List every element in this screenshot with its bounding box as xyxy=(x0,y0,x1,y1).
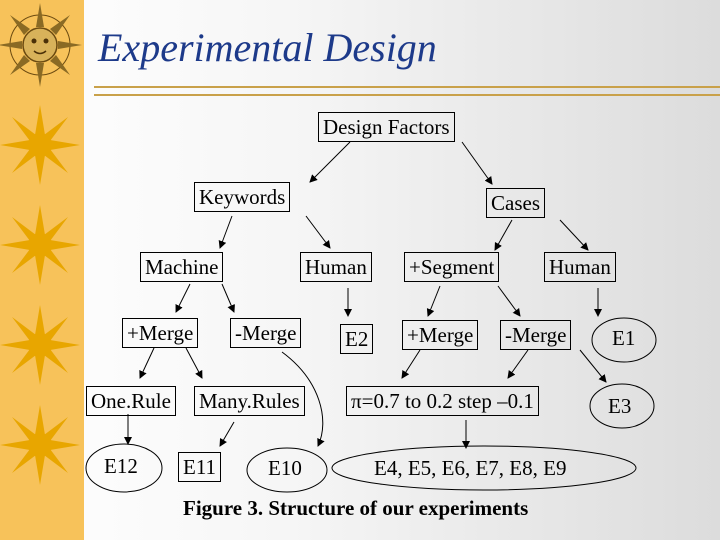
node-merge-minus-left: -Merge xyxy=(230,318,302,348)
edge-design-cases xyxy=(461,141,493,185)
edge-machine-merge-minus xyxy=(221,283,235,313)
edge-segment-merge-minus xyxy=(497,285,521,317)
edge-keywords-human xyxy=(305,215,331,249)
figure-caption: Figure 3. Structure of our experiments xyxy=(183,496,529,520)
edge-keywords-machine xyxy=(218,215,233,249)
edge-many-rules-e11 xyxy=(219,421,235,447)
node-human-cases: Human xyxy=(544,252,616,282)
node-segment: +Segment xyxy=(404,252,500,282)
edge-design-keywords xyxy=(309,141,351,183)
edge-merge-plus-many-rules xyxy=(185,347,203,379)
edge-merge-plus-one-rule xyxy=(139,347,155,379)
edge-machine-merge-plus xyxy=(175,283,191,313)
e3-oval xyxy=(589,383,655,429)
node-human-keywords: Human xyxy=(300,252,372,282)
node-machine: Machine xyxy=(140,252,224,282)
node-many-rules: Many.Rules xyxy=(194,386,305,416)
title-divider xyxy=(94,86,720,96)
edge-merge-minus-e3 xyxy=(579,349,607,383)
e10-oval xyxy=(246,447,328,493)
edge-merge-minus-right-pi xyxy=(507,349,529,379)
node-one-rule: One.Rule xyxy=(86,386,176,416)
node-e1: E1 xyxy=(612,326,636,350)
sun-face-icon xyxy=(0,3,82,87)
e4-e9-oval xyxy=(331,445,637,491)
edge-cases-segment xyxy=(494,219,513,251)
node-e2: E2 xyxy=(340,324,374,354)
sun-pattern xyxy=(0,3,82,485)
node-e3: E3 xyxy=(608,394,632,418)
decorative-sidebar xyxy=(0,0,84,540)
e1-oval xyxy=(591,317,657,363)
node-design-factors: Design Factors xyxy=(318,112,455,142)
node-keywords: Keywords xyxy=(194,182,291,212)
node-merge-minus-right: -Merge xyxy=(500,320,572,350)
node-e4-e9: E4, E5, E6, E7, E8, E9 xyxy=(374,456,567,480)
edge-segment-merge-plus xyxy=(426,285,441,317)
e12-oval xyxy=(85,443,163,493)
node-pi-range: π=0.7 to 0.2 step –0.1 xyxy=(346,386,539,416)
node-e10: E10 xyxy=(268,456,302,480)
edge-merge-plus-right-pi xyxy=(401,349,421,379)
node-merge-plus-left: +Merge xyxy=(122,318,199,348)
node-e11: E11 xyxy=(178,452,222,482)
node-cases: Cases xyxy=(486,188,545,218)
slide-title: Experimental Design xyxy=(98,25,437,70)
node-merge-plus-right: +Merge xyxy=(402,320,479,350)
edge-cases-human xyxy=(559,219,589,251)
node-e12: E12 xyxy=(104,454,138,478)
edge-merge-minus-e10 xyxy=(281,351,325,447)
